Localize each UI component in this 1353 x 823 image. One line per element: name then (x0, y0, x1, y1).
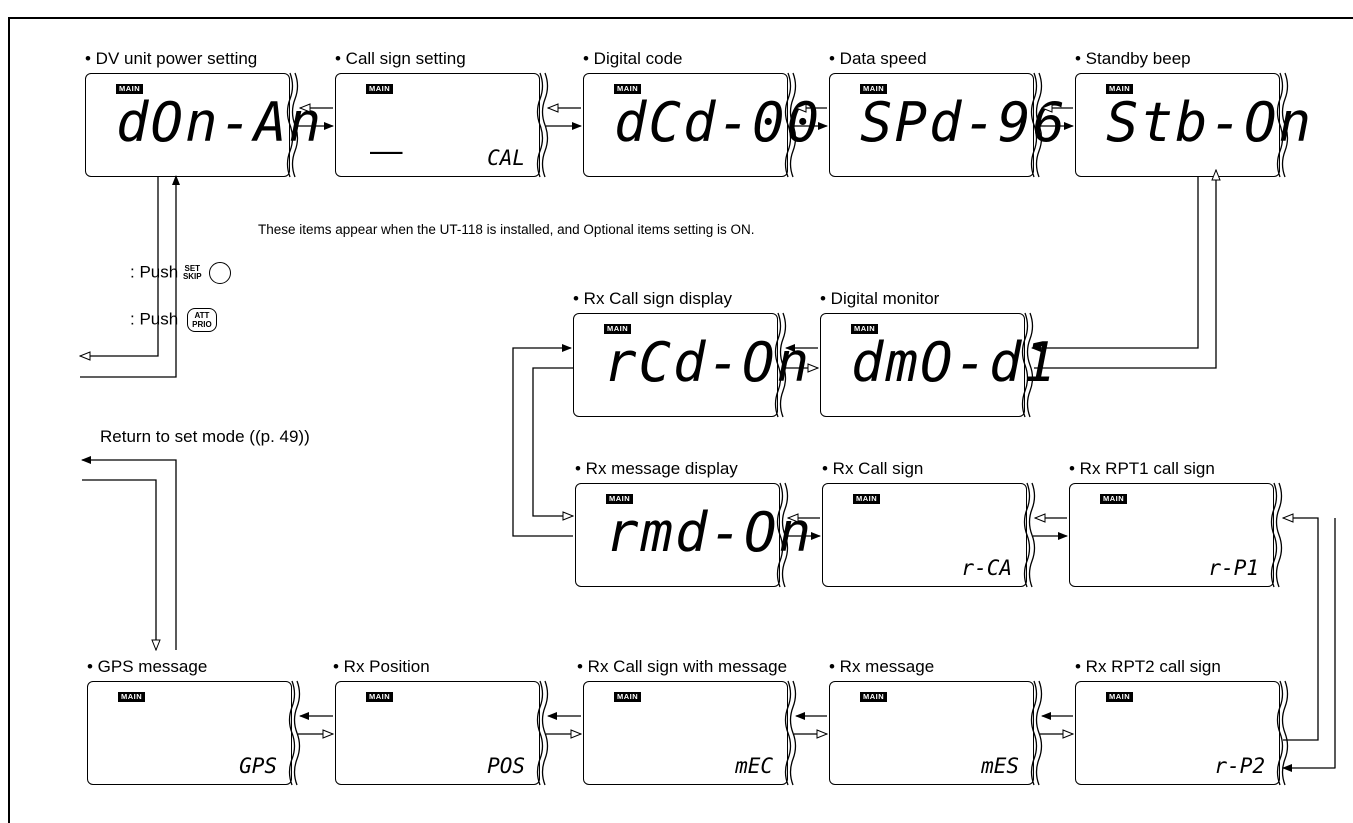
frame-top-line (8, 17, 1353, 19)
lcd-gps-message: MAIN GPS (87, 681, 292, 785)
label-rx-rpt1: • Rx RPT1 call sign (1069, 459, 1215, 478)
lcd-rx-call-sign: MAIN r-CA (822, 483, 1027, 587)
lcd-rx-position: MAIN POS (335, 681, 540, 785)
main-tag: MAIN (1106, 692, 1134, 702)
key-bottom: PRIO (192, 320, 212, 329)
push-label: : Push (130, 309, 179, 329)
lcd-rx-call-sign-with-message: MAIN mEC (583, 681, 788, 785)
lcd-segment-text: dCd-00 (614, 91, 822, 154)
lcd-small-text: r-CA (961, 556, 1012, 580)
lcd-dv-power: MAIN dOn-An (85, 73, 321, 177)
label-gps-message: • GPS message (87, 657, 208, 676)
label-digital-monitor: • Digital monitor (820, 289, 940, 308)
lcd-small-text: r-P2 (1214, 754, 1265, 778)
main-tag: MAIN (366, 692, 394, 702)
return-to-set-mode: Return to set mode ((p. 49)) (100, 427, 310, 446)
key-top: SET (184, 264, 201, 273)
frame-left-line (8, 17, 10, 823)
label-call-sign-setting: • Call sign setting (335, 49, 466, 68)
lcd-segment-text: rmd-On (606, 501, 814, 564)
label-rx-call-sign-display: • Rx Call sign display (573, 289, 733, 308)
label-digital-code: • Digital code (583, 49, 683, 68)
lcd-segment-text: dOn-An (116, 91, 324, 154)
lcd-small-text: mEC (735, 754, 773, 778)
lcd-segment-text: _ (370, 91, 405, 154)
lcd-segment-text: dmO-d1 (851, 331, 1059, 394)
lcd-digital-code: MAIN dCd-00 (583, 73, 819, 177)
lcd-segment-text: Stb-On (1106, 91, 1314, 154)
lcd-small-text: mES (981, 754, 1019, 778)
lcd-rx-rpt1: MAIN r-P1 (1069, 483, 1274, 587)
note-text: These items appear when the UT-118 is in… (258, 222, 755, 237)
main-tag: MAIN (116, 84, 144, 94)
lcd-digital-monitor: MAIN dmO-d1 (820, 313, 1056, 417)
main-tag: MAIN (614, 84, 642, 94)
cut-mark (286, 72, 1289, 786)
label-rx-position: • Rx Position (333, 657, 430, 676)
main-tag: MAIN (1100, 494, 1128, 504)
main-tag: MAIN (1106, 84, 1134, 94)
label-rx-message: • Rx message (829, 657, 935, 676)
lcd-rx-call-sign-display: MAIN rCd-On (573, 313, 809, 417)
main-tag: MAIN (851, 324, 879, 334)
lcd-rx-rpt2: MAIN r-P2 (1075, 681, 1280, 785)
lcd-call-sign-setting: MAIN _ CAL (335, 73, 540, 177)
lcd-small-text: CAL (487, 146, 525, 170)
label-rx-call-sign: • Rx Call sign (822, 459, 924, 478)
lcd-segment-text: SPd-96 (860, 91, 1068, 154)
lcd-rx-message-display: MAIN rmd-On (575, 483, 811, 587)
main-tag: MAIN (366, 84, 394, 94)
label-rx-call-sign-with-message: • Rx Call sign with message (577, 657, 788, 676)
label-rx-rpt2: • Rx RPT2 call sign (1075, 657, 1221, 676)
main-tag: MAIN (606, 494, 634, 504)
lcd-standby-beep: MAIN Stb-On (1075, 73, 1311, 177)
main-tag: MAIN (860, 692, 888, 702)
lcd-rx-message: MAIN mES (829, 681, 1034, 785)
lcd-small-text: r-P1 (1208, 556, 1259, 580)
lcd-small-text: GPS (239, 754, 277, 778)
key-top: ATT (194, 311, 210, 320)
lcd-segment-text: rCd-On (604, 331, 812, 394)
label-rx-message-display: • Rx message display (575, 459, 738, 478)
main-tag: MAIN (860, 84, 888, 94)
main-tag: MAIN (853, 494, 881, 504)
label-data-speed: • Data speed (829, 49, 927, 68)
label-standby-beep: • Standby beep (1075, 49, 1191, 68)
circle-button-icon (209, 262, 232, 284)
main-tag: MAIN (604, 324, 632, 334)
push-label: : Push (130, 262, 179, 282)
label-dv-power: • DV unit power setting (85, 49, 258, 68)
key-bottom: SKIP (182, 272, 202, 281)
main-tag: MAIN (118, 692, 146, 702)
lcd-small-text: POS (487, 754, 525, 778)
main-tag: MAIN (614, 692, 642, 702)
